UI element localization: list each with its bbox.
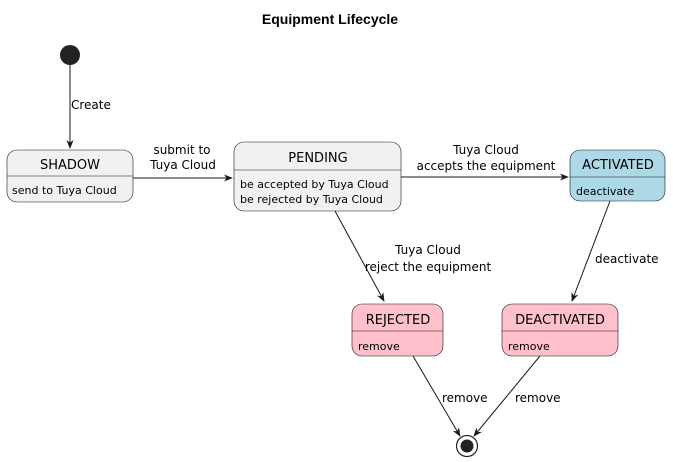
state-shadow-desc: send to Tuya Cloud [12, 184, 117, 197]
state-activated: ACTIVATED deactivate [569, 149, 666, 202]
edge-label-create: Create [71, 98, 111, 112]
edge-remove-rejected [412, 355, 461, 437]
edge-label-reject-line2: reject the equipment [365, 260, 492, 274]
state-deactivated: DEACTIVATED remove [501, 303, 619, 357]
edge-label-remove-rejected: remove [442, 391, 488, 405]
edge-label-remove-deactivated: remove [515, 391, 561, 405]
state-pending: PENDING be accepted by Tuya Cloud be rej… [233, 141, 402, 212]
state-activated-name: ACTIVATED [582, 158, 654, 173]
state-rejected-desc: remove [358, 340, 400, 353]
state-shadow: SHADOW send to Tuya Cloud [6, 149, 134, 203]
state-pending-desc-1: be accepted by Tuya Cloud [240, 178, 389, 191]
state-pending-desc-2: be rejected by Tuya Cloud [240, 193, 383, 206]
initial-state-node [60, 45, 80, 65]
edge-label-submit-line1: submit to [153, 143, 210, 157]
state-deactivated-desc: remove [508, 340, 550, 353]
state-shadow-name: SHADOW [40, 158, 100, 173]
diagram-title: Equipment Lifecycle [262, 11, 398, 27]
final-state-node [455, 434, 479, 458]
edge-label-deactivate: deactivate [595, 252, 659, 266]
edge-remove-deactivated [473, 355, 541, 437]
edge-label-reject-line1: Tuya Cloud [394, 243, 461, 257]
state-rejected: REJECTED remove [351, 303, 444, 357]
edge-label-accept-line2: accepts the equipment [417, 159, 556, 173]
edge-deactivate [571, 200, 611, 302]
edge-label-submit-line2: Tuya Cloud [149, 158, 216, 172]
state-activated-desc: deactivate [576, 185, 634, 198]
state-rejected-name: REJECTED [366, 313, 431, 328]
state-pending-name: PENDING [288, 151, 347, 166]
state-deactivated-name: DEACTIVATED [515, 313, 605, 328]
edge-reject [334, 210, 385, 302]
edge-label-accept-line1: Tuya Cloud [452, 143, 519, 157]
